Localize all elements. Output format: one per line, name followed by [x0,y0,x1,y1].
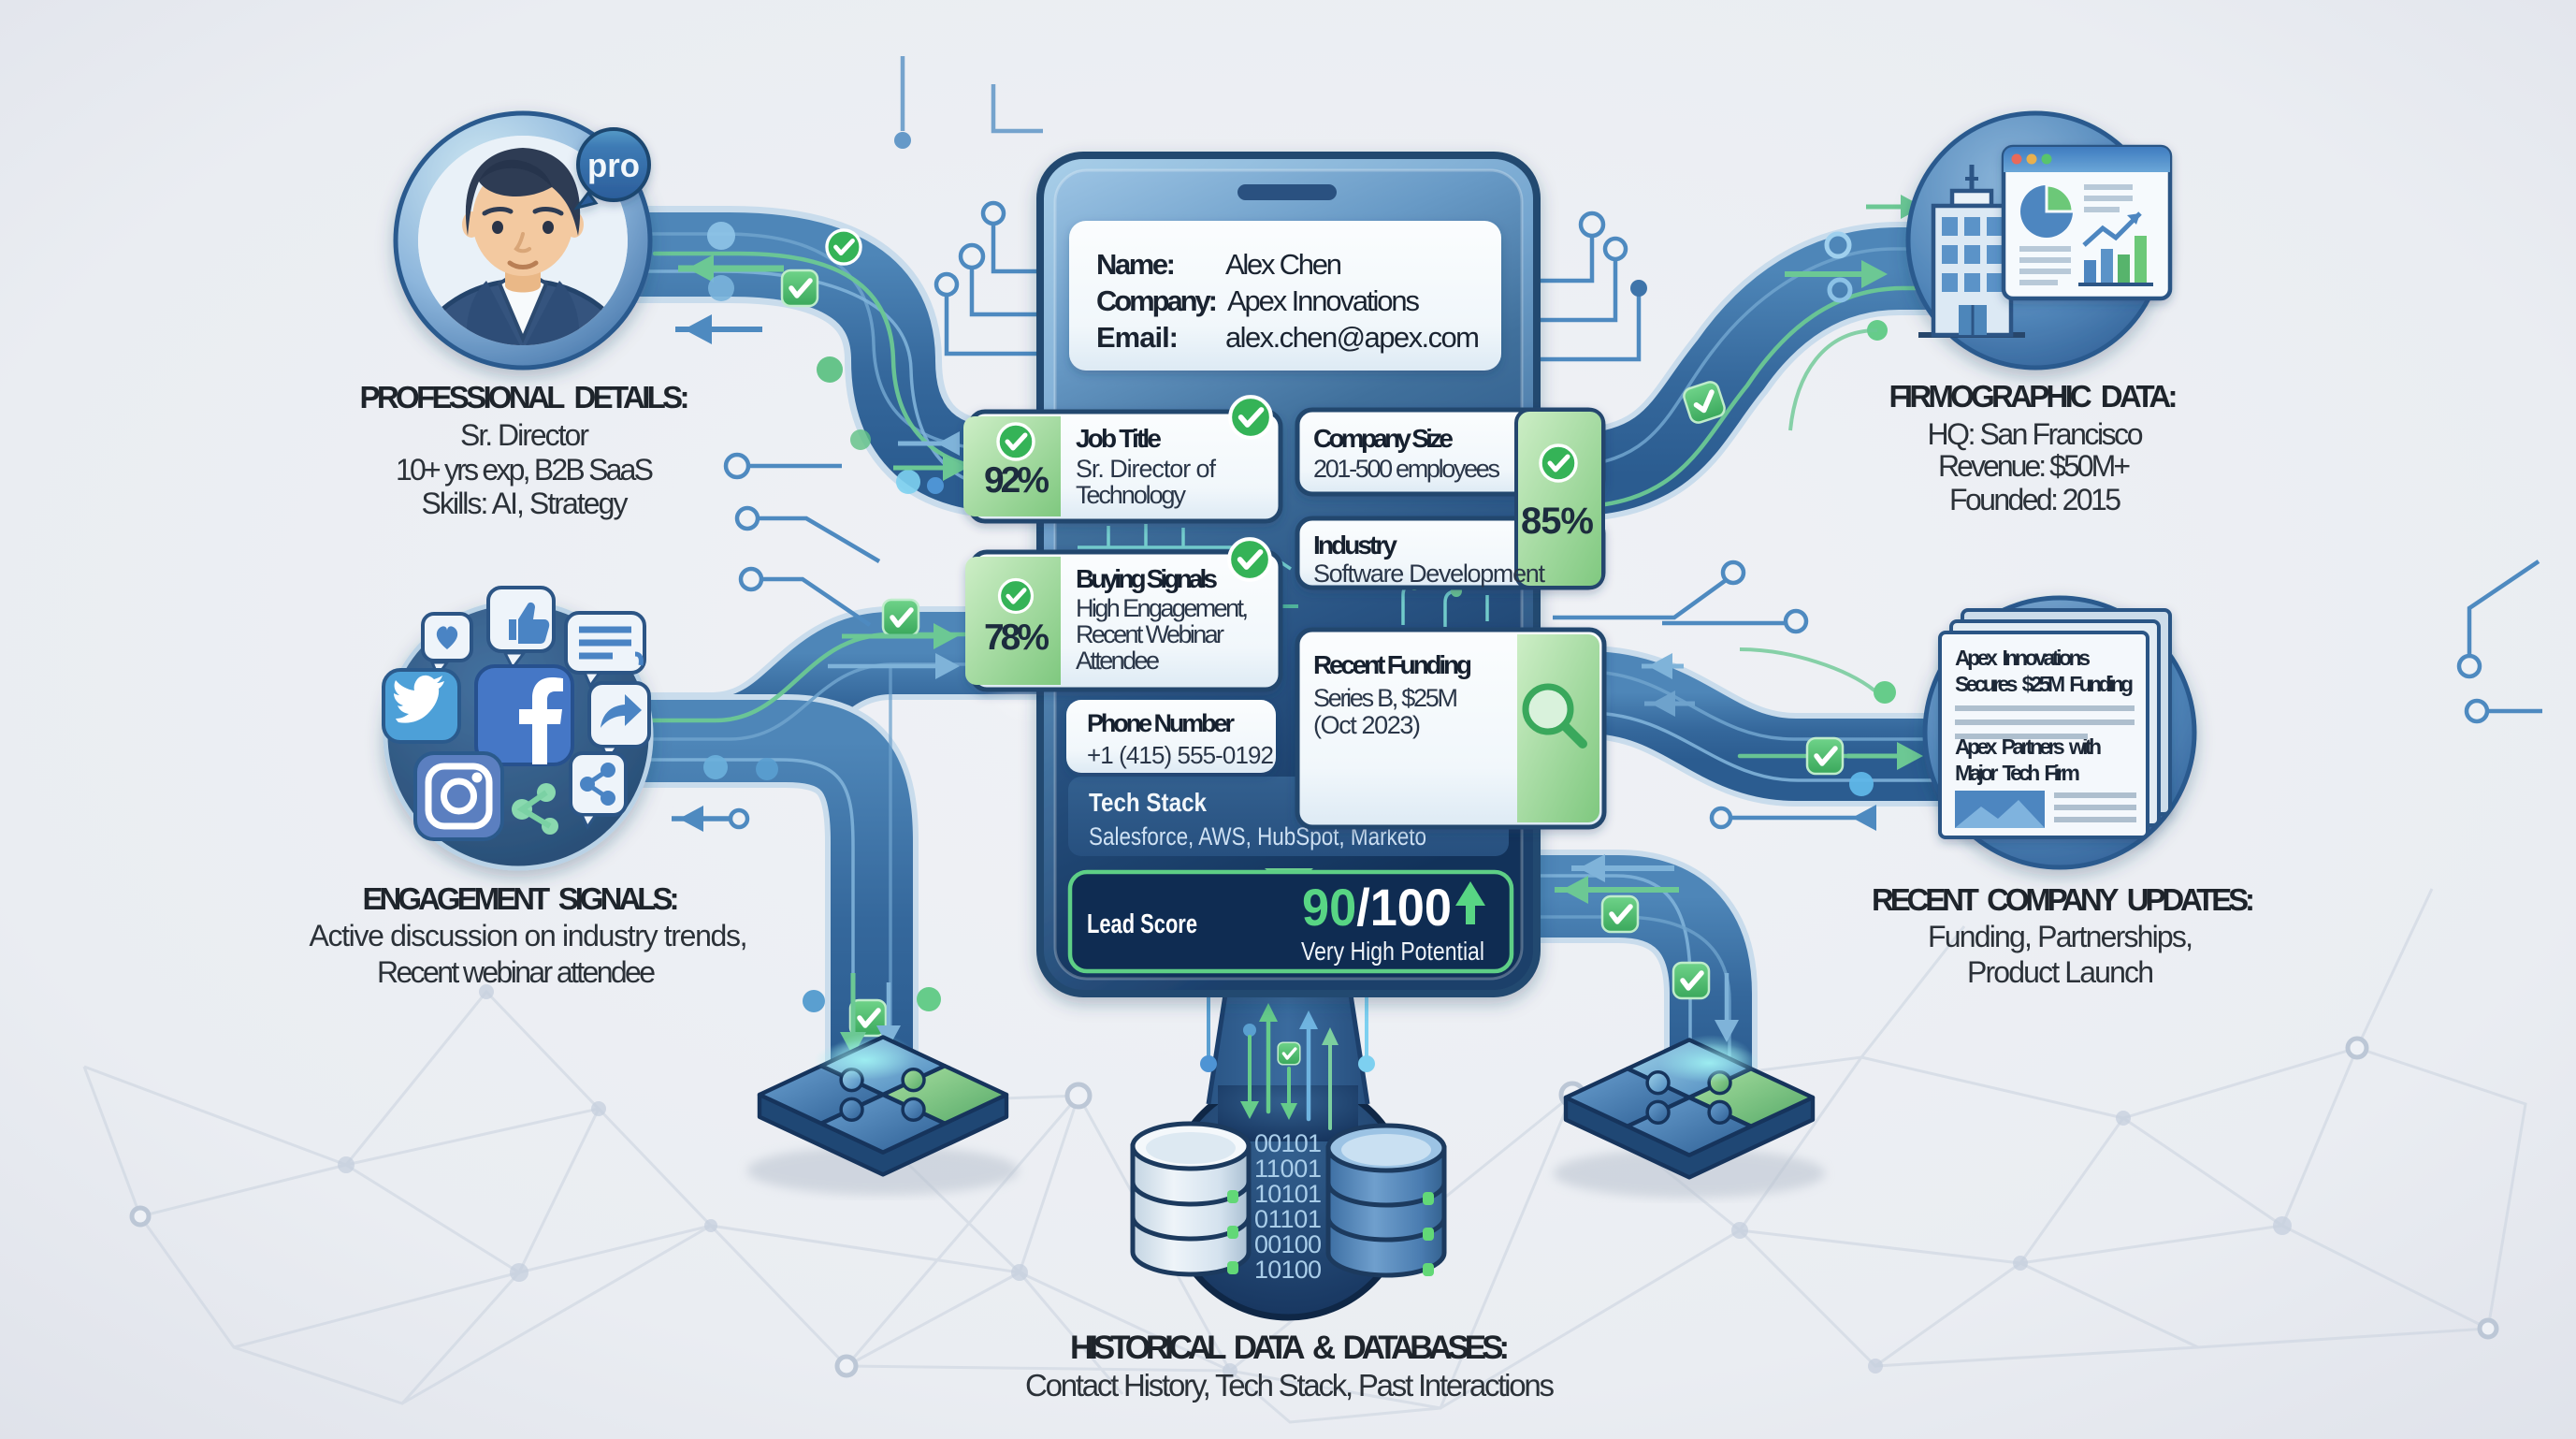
svg-text:Series B, $25M: Series B, $25M [1313,684,1458,712]
svg-text:10101: 10101 [1254,1180,1322,1208]
svg-text:Apex Innovations: Apex Innovations [1227,284,1420,317]
svg-text:Attendee: Attendee [1076,647,1160,675]
svg-text:(Oct 2023): (Oct 2023) [1313,711,1421,739]
svg-text:Founded: 2015: Founded: 2015 [1949,483,2121,516]
svg-text:Email:: Email: [1096,321,1179,354]
svg-text:Product Launch: Product Launch [1967,955,2154,989]
svg-text:Tech Stack: Tech Stack [1089,788,1207,817]
svg-text:01101: 01101 [1254,1205,1322,1233]
svg-text:Buying Signals: Buying Signals [1076,564,1218,593]
svg-text:Alex Chen: Alex Chen [1225,248,1342,281]
svg-text:Company Size: Company Size [1313,424,1454,453]
svg-text:92%: 92% [984,460,1049,501]
svg-text:Phone Number: Phone Number [1087,709,1235,737]
svg-text:Recent Webinar: Recent Webinar [1076,620,1224,648]
svg-text:10100: 10100 [1254,1256,1322,1284]
svg-text:Recent Funding: Recent Funding [1313,650,1472,679]
svg-text:Major Tech Firm: Major Tech Firm [1955,761,2080,785]
svg-text:Name:: Name: [1096,248,1176,281]
svg-text:pro: pro [587,146,640,184]
svg-text:RECENT COMPANY UPDATES:: RECENT COMPANY UPDATES: [1872,882,2255,917]
svg-text:Technology: Technology [1076,481,1187,509]
svg-text:Secures $25M Funding: Secures $25M Funding [1955,672,2134,696]
svg-text:00101: 00101 [1254,1129,1322,1157]
svg-text:Apex Innovations: Apex Innovations [1955,646,2091,670]
svg-text:FIRMOGRAPHIC DATA:: FIRMOGRAPHIC DATA: [1889,379,2178,414]
svg-text:Industry: Industry [1313,531,1397,560]
svg-text:85%: 85% [1521,501,1594,542]
svg-text:Job Title: Job Title [1076,424,1162,453]
svg-text:Company:: Company: [1096,284,1218,317]
svg-text:90/100: 90/100 [1302,878,1452,937]
svg-text:Sr. Director of: Sr. Director of [1076,455,1216,483]
svg-text:11001: 11001 [1254,1155,1322,1183]
svg-text:Funding, Partnerships,: Funding, Partnerships, [1928,920,2193,953]
svg-text:alex.chen@apex.com: alex.chen@apex.com [1225,321,1480,354]
svg-text:Very High Potential: Very High Potential [1301,937,1484,966]
svg-text:201-500 employees: 201-500 employees [1313,455,1500,483]
svg-text:Software Development: Software Development [1313,560,1545,588]
svg-text:+1 (415) 555-0192: +1 (415) 555-0192 [1087,741,1274,769]
svg-text:78%: 78% [984,618,1049,658]
svg-text:Active discussion on industry: Active discussion on industry trends, [310,919,748,952]
svg-text:Recent webinar attendee: Recent webinar attendee [377,955,656,989]
svg-text:High Engagement,: High Engagement, [1076,594,1249,622]
svg-text:Contact History, Tech Stack, P: Contact History, Tech Stack, Past Intera… [1025,1368,1555,1403]
svg-text:Revenue: $50M+: Revenue: $50M+ [1938,449,2131,483]
svg-text:PROFESSIONAL DETAILS:: PROFESSIONAL DETAILS: [360,380,690,414]
svg-text:Sr. Director: Sr. Director [460,418,589,452]
svg-text:HISTORICAL DATA & DATABASES:: HISTORICAL DATA & DATABASES: [1070,1330,1510,1366]
svg-text:Lead Score: Lead Score [1087,909,1197,939]
svg-text:10+ yrs exp, B2B SaaS: 10+ yrs exp, B2B SaaS [396,453,654,487]
svg-text:Skills: AI, Strategy: Skills: AI, Strategy [422,487,629,520]
svg-text:00100: 00100 [1254,1230,1322,1258]
svg-text:HQ: San Francisco: HQ: San Francisco [1928,417,2144,451]
svg-text:ENGAGEMENT SIGNALS:: ENGAGEMENT SIGNALS: [363,881,680,916]
